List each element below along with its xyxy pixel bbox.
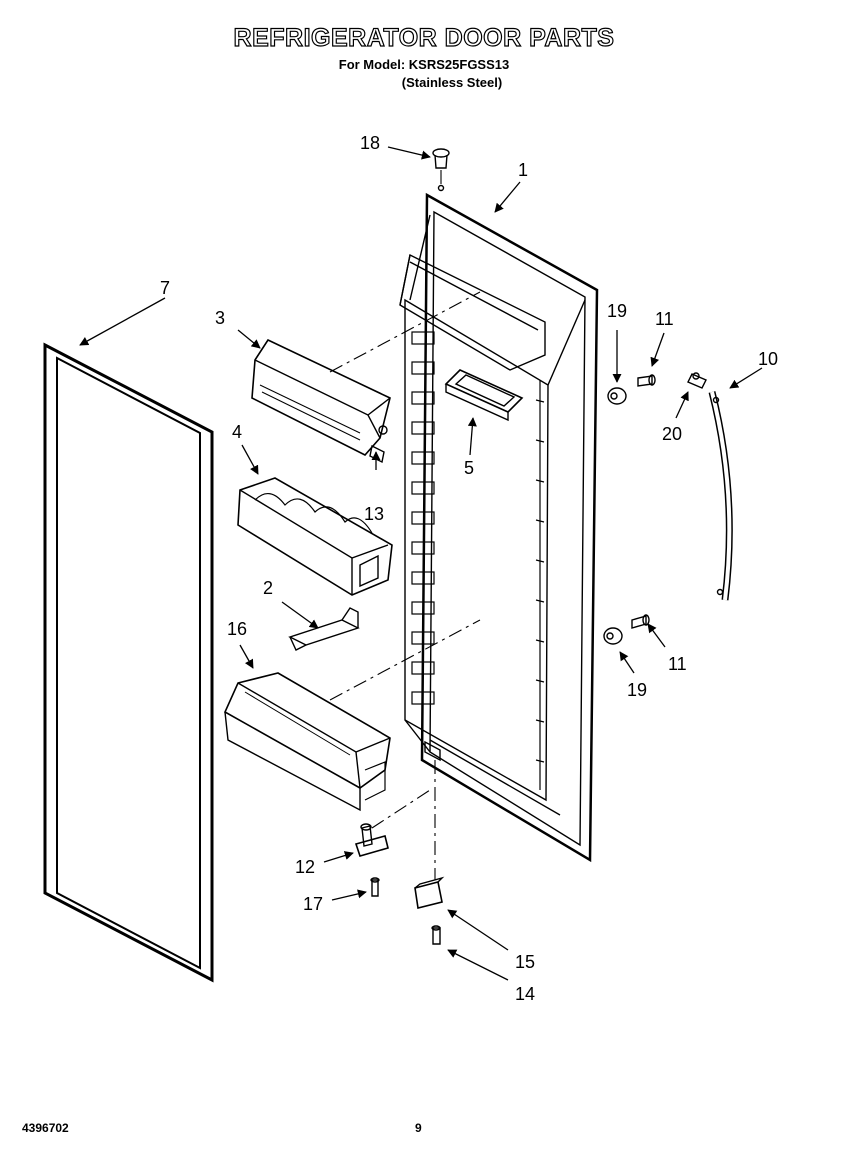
handle-spacer-upper — [607, 387, 627, 405]
handle-mount-screw — [687, 372, 707, 389]
callout-1: 1 — [518, 160, 528, 180]
page-number: 9 — [415, 1121, 422, 1135]
page-title: REFRIGERATOR DOOR PARTS — [233, 23, 615, 52]
callout-13: 13 — [364, 504, 384, 524]
leader-arrows — [79, 146, 763, 981]
callout-14: 14 — [515, 984, 535, 1004]
callout-2: 2 — [263, 578, 273, 598]
callout-16: 16 — [227, 619, 247, 639]
door-handle — [708, 391, 733, 601]
handle-screw-lower — [631, 614, 650, 629]
top-hinge-bushing — [432, 148, 450, 192]
hinge-screw — [370, 877, 380, 897]
door-bin — [223, 672, 391, 812]
callout-4: 4 — [232, 422, 242, 442]
handle-spacer-lower — [603, 627, 623, 645]
door-stop-screw — [431, 925, 441, 945]
callout-11-upper: 11 — [655, 309, 674, 329]
callout-10: 10 — [758, 349, 778, 369]
callout-19-upper: 19 — [607, 301, 627, 321]
callout-3: 3 — [215, 308, 225, 328]
door-stop — [414, 876, 445, 909]
dairy-bin — [251, 338, 391, 456]
callout-18: 18 — [360, 133, 380, 153]
callout-19-lower: 19 — [627, 680, 647, 700]
bin-spring — [369, 444, 385, 464]
egg-tray — [237, 477, 393, 596]
shelf-retainer-clip — [288, 607, 360, 651]
callout-7: 7 — [160, 278, 170, 298]
model-line: For Model: KSRS25FGSS13 — [338, 57, 510, 72]
callout-17: 17 — [303, 894, 323, 914]
callout-15: 15 — [515, 952, 535, 972]
bottom-hinge — [354, 823, 389, 857]
callout-11-lower: 11 — [668, 654, 687, 674]
door-liner — [399, 192, 599, 863]
callout-5: 5 — [464, 458, 474, 478]
callout-20: 20 — [662, 424, 682, 444]
door-liner-ribs — [411, 331, 545, 790]
callout-12: 12 — [295, 857, 315, 877]
handle-screw-upper — [637, 374, 656, 387]
part-number: 4396702 — [22, 1121, 69, 1135]
assembly-lines — [329, 170, 481, 880]
finish-line: (Stainless Steel) — [401, 75, 503, 90]
small-tray — [444, 369, 524, 422]
callout-labels: 1 18 7 3 4 5 13 2 16 19 11 10 20 11 19 1… — [160, 133, 778, 1004]
door-gasket — [43, 342, 214, 983]
